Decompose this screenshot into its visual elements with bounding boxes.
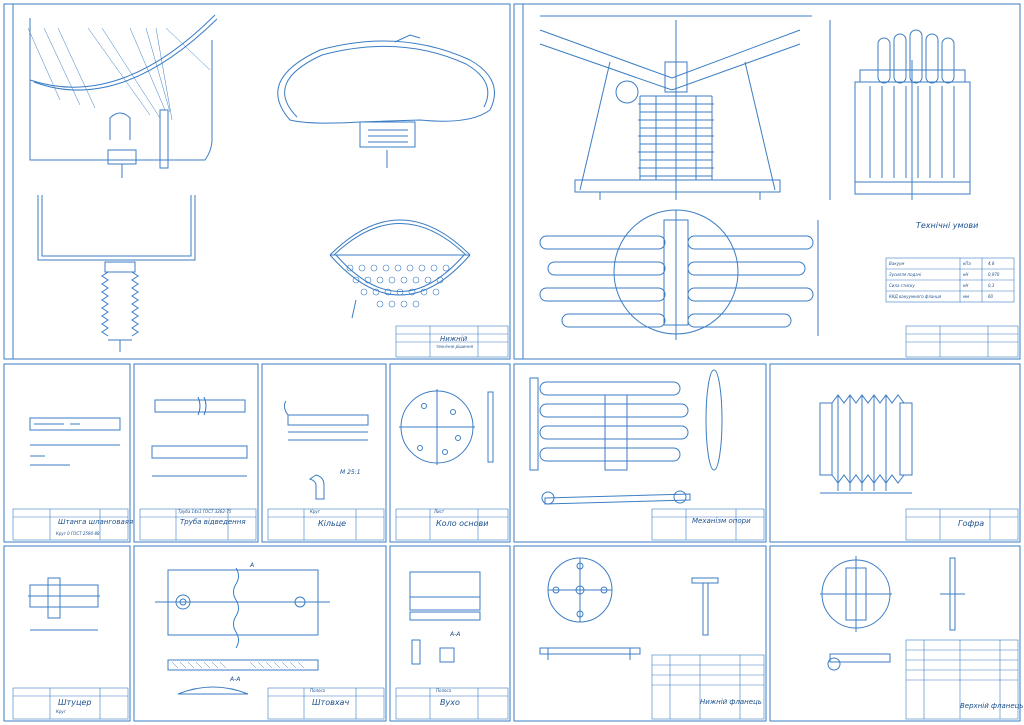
s6-title: Коло основи bbox=[436, 519, 489, 528]
s4-note: Труба 14х1 ГОСТ 3262-75 bbox=[178, 509, 232, 514]
s4-title: Труба відведення bbox=[180, 518, 246, 526]
title-blocks bbox=[12, 325, 1019, 720]
pipe-part bbox=[151, 396, 248, 477]
assembly-front-view bbox=[539, 15, 831, 200]
s8-title: Гофра bbox=[958, 519, 985, 528]
ring-part bbox=[283, 400, 369, 500]
s1-subtitle: технічне рішення bbox=[436, 344, 474, 349]
s10-title: Штовхач bbox=[312, 698, 350, 707]
tech-row-3-value: 0,3 bbox=[988, 283, 995, 288]
tech-row-4-name: ККД вакуумного фланця bbox=[889, 294, 942, 299]
tech-conditions-title: Технічні умови bbox=[916, 221, 979, 230]
fitting-part bbox=[28, 577, 100, 631]
box-section-view bbox=[37, 195, 196, 352]
bottom-flange-part bbox=[539, 557, 719, 660]
tech-row-2-unit: кН bbox=[963, 272, 969, 277]
s12-title: Нижній фланець bbox=[700, 698, 762, 706]
pusher-part bbox=[155, 567, 330, 695]
view-a-label: А bbox=[250, 562, 255, 569]
lug-part bbox=[409, 571, 481, 665]
tech-row-1-name: Вакуум bbox=[889, 261, 905, 266]
tech-row-3-unit: кН bbox=[963, 283, 969, 288]
tech-row-3-name: Сила стиску bbox=[889, 283, 915, 288]
bowl-side-view bbox=[29, 14, 218, 178]
tech-row-4-value: 60 bbox=[988, 294, 994, 299]
s3-note: Круг 0 ГОСТ 2590-88 bbox=[56, 531, 100, 536]
section-aa-label: А-А bbox=[230, 676, 241, 683]
sheet-frames bbox=[3, 3, 1021, 722]
tech-row-2-name: Зусилля подачі bbox=[889, 272, 922, 277]
s10-note: Полоса bbox=[310, 688, 326, 693]
support-mechanism-view bbox=[529, 369, 723, 505]
base-disc-part bbox=[399, 389, 494, 465]
s13-title: Верхній фланець bbox=[960, 702, 1024, 710]
s5-note: Круг bbox=[310, 509, 320, 514]
s3-title: Штанга шланговаяя bbox=[58, 518, 134, 526]
assembly-side-view bbox=[854, 29, 971, 200]
s6-note: Лист bbox=[434, 509, 445, 514]
tech-row-1-unit: кПа bbox=[963, 261, 971, 266]
section-aa-label-2: А-А bbox=[450, 631, 461, 638]
tech-row-4-unit: мм bbox=[963, 294, 970, 299]
tech-row-1-value: 4,8 bbox=[988, 261, 995, 266]
rod-part bbox=[29, 417, 121, 466]
tech-row-2-value: 0,970 bbox=[988, 272, 1000, 277]
s5-title: Кільце bbox=[318, 519, 347, 528]
s1-title: Нижній bbox=[440, 335, 468, 343]
s11-note: Полоса bbox=[436, 688, 452, 693]
dome-holes bbox=[346, 264, 450, 308]
top-flange-part bbox=[820, 556, 965, 671]
s11-title: Вухо bbox=[440, 698, 460, 707]
s9-note: Круг bbox=[56, 709, 66, 714]
leader-lines-s1 bbox=[27, 27, 211, 121]
assembly-plan-view bbox=[539, 209, 819, 340]
s7-title: Механізм опори bbox=[692, 517, 751, 525]
tech-conditions-table bbox=[885, 257, 1015, 303]
oval-plan-view bbox=[277, 34, 495, 168]
scale-note: М 25:1 bbox=[340, 469, 361, 476]
s9-title: Штуцер bbox=[58, 698, 92, 707]
corrugation-part bbox=[819, 394, 913, 494]
